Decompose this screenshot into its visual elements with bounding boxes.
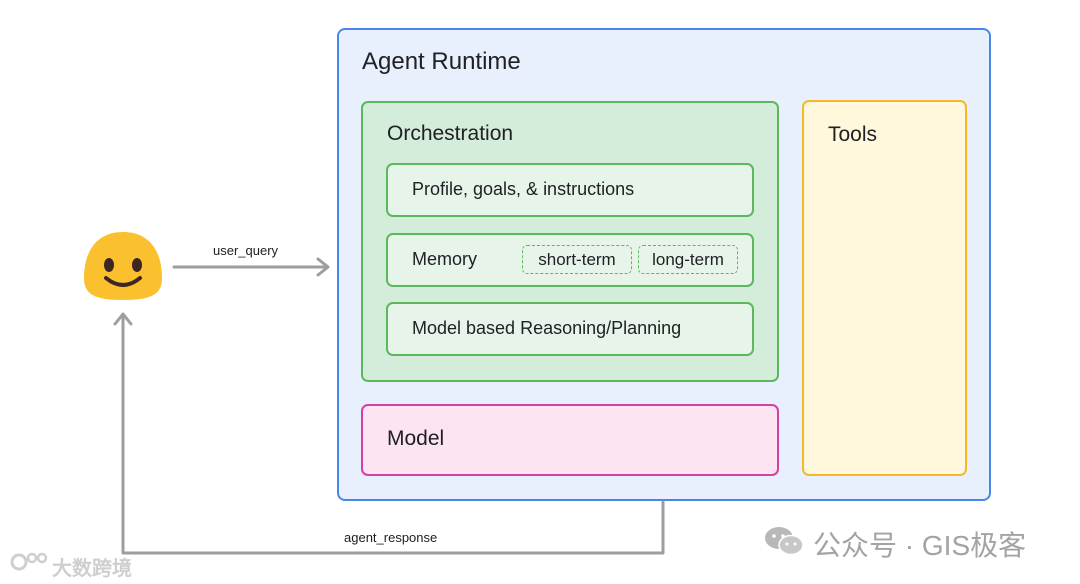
user-query-label: user_query [213, 243, 279, 258]
watermark-right: 公众号 · GIS极客 [813, 530, 1027, 561]
orchestration-title: Orchestration [387, 122, 514, 145]
profile-goals-box [386, 163, 754, 217]
model-title: Model [387, 427, 445, 450]
memory-tag-short-term: short-term [522, 245, 632, 274]
agent-response-label: agent_response [344, 530, 438, 545]
model-box [361, 404, 779, 476]
tools-box [802, 100, 967, 476]
watermark-left: 大数跨境 [52, 558, 132, 580]
wechat-icon [765, 527, 804, 556]
reasoning-planning-label: Model based Reasoning/Planning [412, 318, 682, 338]
tools-title: Tools [828, 123, 878, 146]
user-smiley-icon [84, 232, 162, 300]
agent-runtime-title: Agent Runtime [362, 48, 521, 75]
reasoning-planning-box [386, 302, 754, 356]
memory-label: Memory [412, 249, 478, 269]
profile-goals-label: Profile, goals, & instructions [412, 179, 635, 199]
agent-response-arrow-line [121, 313, 665, 555]
agent-response-arrowhead [113, 312, 133, 326]
memory-tag-long-term: long-term [638, 245, 738, 274]
watermark-logo-icon [10, 552, 48, 571]
user-query-arrowhead [316, 257, 330, 277]
